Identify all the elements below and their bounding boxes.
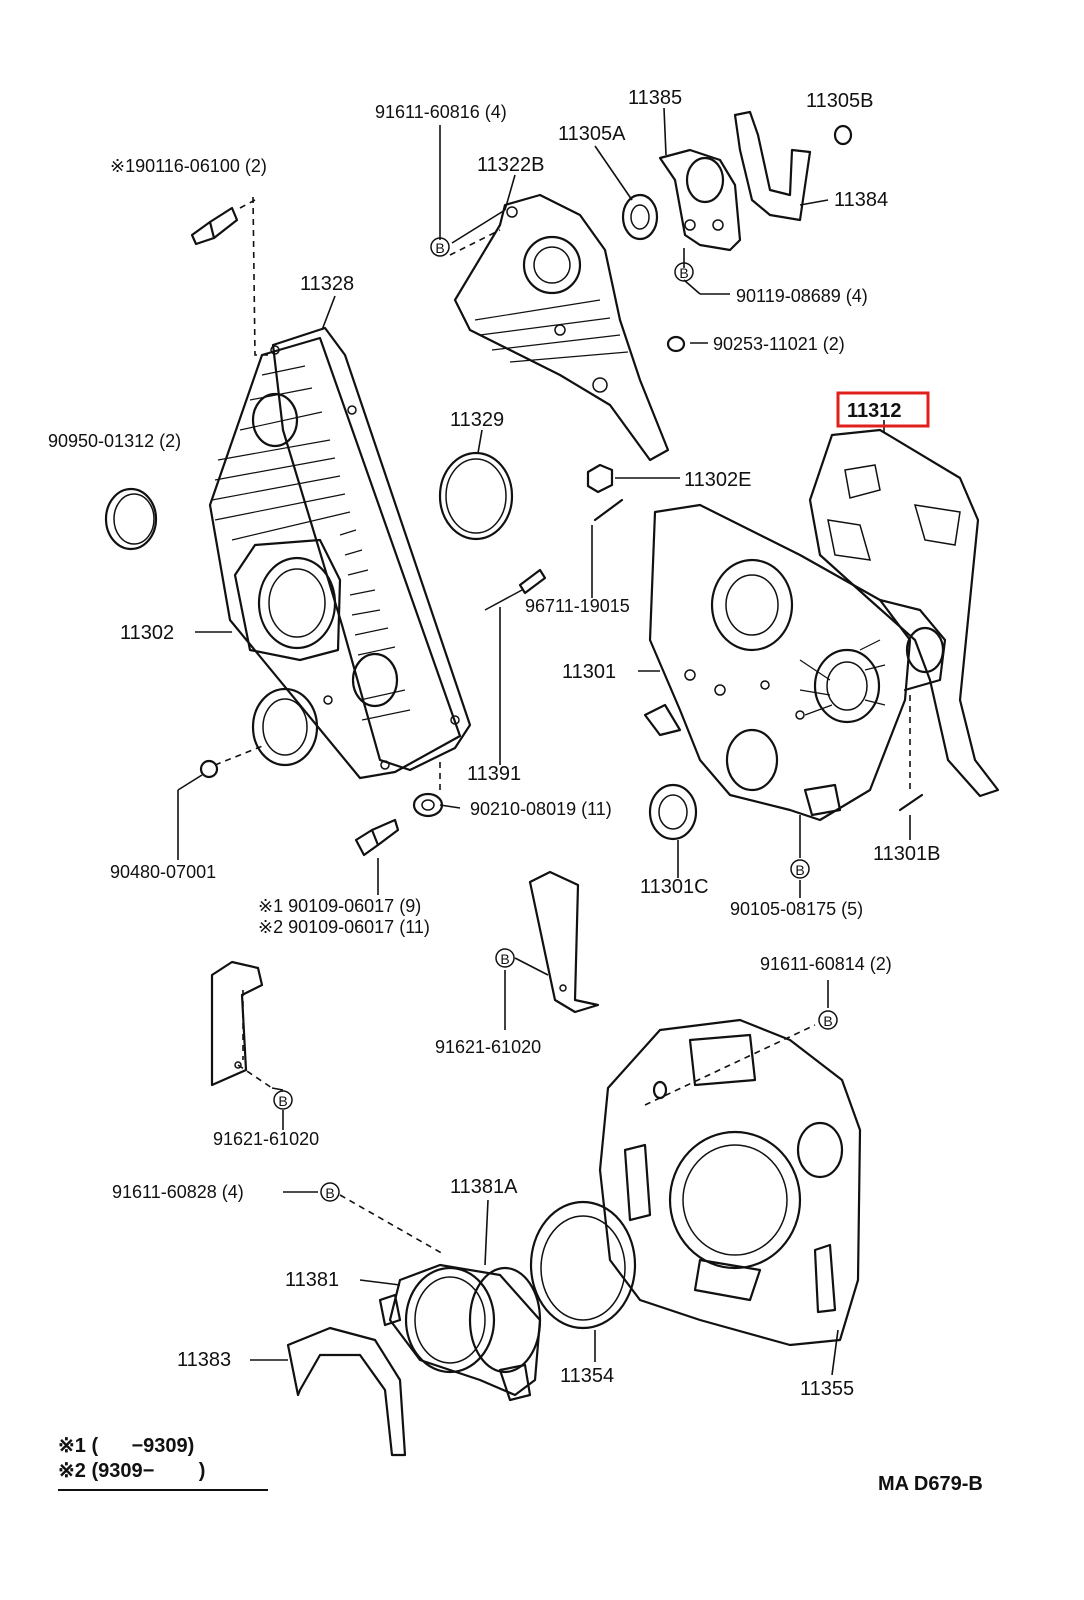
- end-plate-drawing: [598, 1018, 862, 1347]
- label-91621-61020-a: 91621-61020: [435, 1037, 541, 1057]
- washer-drawing: [412, 792, 444, 818]
- bracket-drawing-b: [210, 960, 264, 1087]
- crank-seal-drawing: [648, 783, 698, 841]
- oil-seal-drawing: [621, 193, 659, 241]
- sleeve-drawing: [199, 759, 219, 779]
- rear-gasket-drawing: [733, 110, 812, 222]
- svg-text:B: B: [823, 1013, 832, 1029]
- stud-drawing: [898, 793, 924, 812]
- dowel-drawing: [484, 568, 547, 611]
- label-90480-07001: 90480-07001: [110, 862, 216, 882]
- breather-drawing: [586, 463, 614, 494]
- bracket-drawing-a: [528, 870, 600, 1014]
- plug-drawing: [833, 124, 853, 146]
- label-11383: 11383: [177, 1349, 231, 1371]
- label-96711-19015: 96711-19015: [525, 596, 630, 616]
- label-11384: 11384: [834, 189, 888, 211]
- highlight-box: [836, 391, 930, 428]
- svg-text:B: B: [679, 265, 688, 281]
- timing-case-drawing: [643, 503, 947, 822]
- label-11301c: 11301C: [640, 876, 709, 898]
- svg-text:B: B: [500, 951, 509, 967]
- label-11302e: 11302E: [684, 469, 751, 491]
- label-90109-06017-1: ※1 90109-06017 (9): [258, 896, 421, 916]
- rear-seal-drawing: [529, 1200, 637, 1330]
- rear-retainer-drawing: [378, 1263, 542, 1402]
- svg-text:B: B: [435, 240, 444, 256]
- label-91621-61020-b: 91621-61020: [213, 1129, 319, 1149]
- diagram-code: MA D679-B: [878, 1473, 983, 1495]
- upper-plate-drawing: [453, 193, 670, 462]
- footnote-1: ※1 ( −9309): [58, 1435, 194, 1457]
- callout-b: B: [273, 1090, 293, 1110]
- label-11329: 11329: [450, 409, 504, 431]
- footnote-2: ※2 (9309− ): [58, 1460, 205, 1482]
- label-91611-60814: 91611-60814 (2): [760, 954, 892, 974]
- svg-text:B: B: [795, 862, 804, 878]
- label-90105-08175: 90105-08175 (5): [730, 899, 863, 919]
- label-91611-60828: 91611-60828 (4): [112, 1182, 244, 1202]
- small-plug-drawing: [666, 335, 686, 353]
- label-11312: 11312: [847, 400, 902, 422]
- label-11322b: 11322B: [477, 154, 544, 176]
- label-90253-11021: 90253-11021 (2): [713, 334, 845, 354]
- bolt-drawing: [190, 199, 256, 246]
- label-11385: 11385: [628, 87, 682, 109]
- label-90119-08689: 90119-08689 (4): [736, 286, 868, 306]
- dashed-guide-retainer: [339, 1194, 446, 1256]
- leader-lines: [177, 107, 911, 1376]
- plug-cap-drawing: [104, 487, 158, 551]
- label-11301b: 11301B: [873, 843, 940, 865]
- callout-b-markers: B B B B B B B: [273, 237, 838, 1202]
- part-labels: 91611-60816 (4) 11385 11305B 11305A ※190…: [48, 87, 940, 1400]
- callout-b: B: [818, 1010, 838, 1030]
- pin-drawing: [593, 498, 624, 522]
- callout-b: B: [320, 1182, 340, 1202]
- label-90109-06017-2: ※2 90109-06017 (11): [258, 917, 430, 937]
- label-11305a: 11305A: [558, 123, 626, 145]
- svg-text:B: B: [278, 1093, 287, 1109]
- label-11381: 11381: [285, 1269, 339, 1291]
- retainer-gasket-drawing: [286, 1326, 407, 1457]
- label-11355: 11355: [800, 1378, 854, 1400]
- footnotes: ※1 ( −9309) ※2 (9309− ): [58, 1435, 268, 1491]
- highlighted-part-11312[interactable]: 11312: [836, 391, 930, 428]
- label-90116-06100: ※190116-06100 (2): [110, 156, 267, 176]
- dashed-guide-plate: [644, 1024, 816, 1106]
- label-90950-01312: 90950-01312 (2): [48, 431, 181, 451]
- cover-bolt-drawing: [354, 818, 400, 857]
- housing-drawing: [658, 148, 742, 252]
- svg-text:B: B: [325, 1185, 334, 1201]
- callout-b: B: [430, 237, 450, 257]
- label-11354: 11354: [560, 1365, 614, 1387]
- timing-cover-drawing: [208, 326, 472, 780]
- label-11301: 11301: [562, 661, 616, 683]
- label-11305b: 11305B: [806, 90, 873, 112]
- label-11381a: 11381A: [450, 1176, 518, 1198]
- dashed-guide: [252, 196, 270, 356]
- front-gasket-drawing: [808, 428, 1000, 798]
- label-11302: 11302: [120, 622, 174, 644]
- label-11391: 11391: [467, 763, 521, 785]
- callout-b: B: [495, 948, 515, 968]
- o-ring-drawing: [438, 451, 514, 541]
- label-91611-60816: 91611-60816 (4): [375, 102, 507, 122]
- callout-b: B: [674, 262, 694, 282]
- label-90210-08019: 90210-08019 (11): [470, 799, 612, 819]
- callout-b: B: [790, 859, 810, 879]
- label-11328: 11328: [300, 273, 354, 295]
- gasket-ports: [827, 464, 961, 561]
